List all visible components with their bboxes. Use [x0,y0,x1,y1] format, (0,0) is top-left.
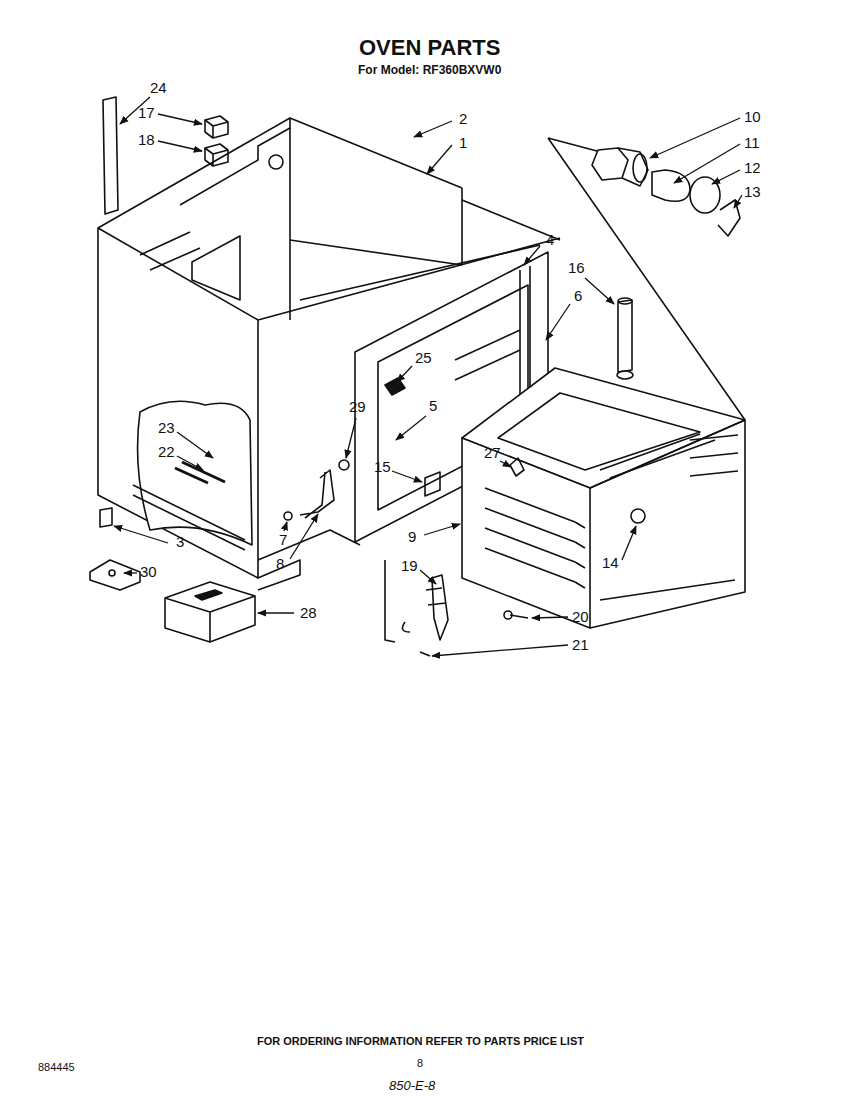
diagram-title: OVEN PARTS [359,36,500,60]
callout-number: 1 [459,135,467,152]
model-subtitle: For Model: RF360BXVW0 [358,64,501,77]
callout-number: 30 [140,564,157,581]
callout-number: 29 [349,399,366,416]
callout-number: 12 [744,160,761,177]
callout-number: 20 [572,609,589,626]
callout-number: 28 [300,605,317,622]
callout-number: 21 [572,637,589,654]
callout-number: 27 [484,445,501,462]
callout-number: 17 [138,105,155,122]
callout-number: 18 [138,132,155,149]
callout-number: 7 [279,532,287,549]
callout-number: 6 [574,288,582,305]
callout-number: 14 [602,555,619,572]
callout-number: 19 [401,558,418,575]
callout-number: 2 [459,111,467,128]
callout-number: 25 [415,350,432,367]
callout-number: 15 [374,459,391,476]
callout-number: 22 [158,444,175,461]
callout-number: 5 [429,398,437,415]
callout-number: 3 [176,534,184,551]
callout-number: 24 [150,80,167,97]
callout-number: 11 [744,135,760,152]
callout-number: 8 [276,556,284,573]
callout-number: 23 [158,420,175,437]
callout-number: 13 [744,184,761,201]
callout-number: 10 [744,109,761,126]
callout-number: 9 [408,529,416,546]
drawing-number: 884445 [38,1061,75,1073]
footer-note: FOR ORDERING INFORMATION REFER TO PARTS … [257,1035,584,1047]
callout-number: 16 [568,260,585,277]
page-number: 8 [417,1057,423,1069]
handwritten-code: 850-E-8 [389,1079,435,1093]
callout-number: 4 [546,232,554,249]
